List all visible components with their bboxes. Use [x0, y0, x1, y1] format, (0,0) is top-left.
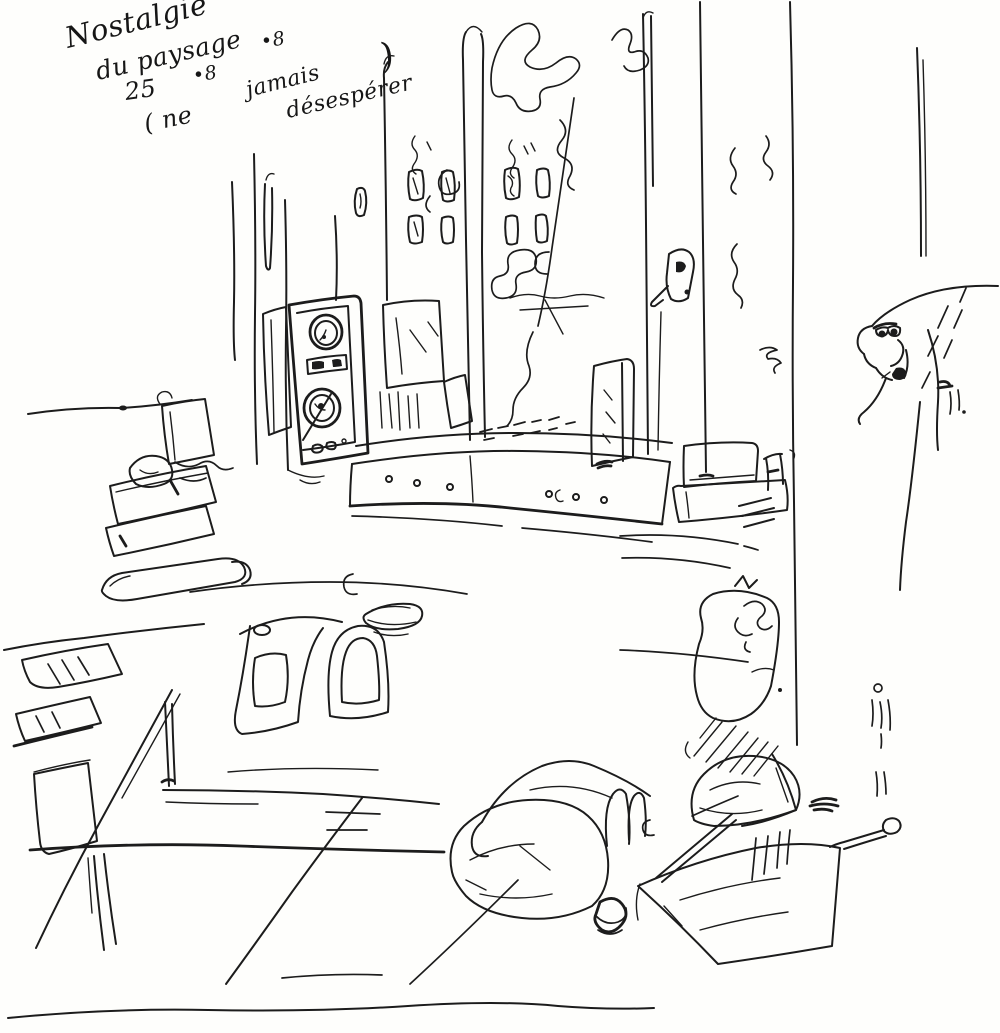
bending-figure-sketch: [856, 284, 999, 797]
bolster-roll-sketch: [3, 557, 252, 651]
wall-corner-line: [789, 1, 798, 746]
leaning-slab-sketch: [590, 358, 635, 470]
storage-boxes-sketch: [672, 441, 796, 528]
ashtray-dish-sketch: [362, 602, 424, 637]
handwritten-annotation: Nostalgie du paysage 25 •8 •8 ( ne jamai…: [60, 0, 415, 138]
light-reflection-dashes: [479, 416, 576, 441]
bedding-stack-sketch: [105, 454, 217, 557]
draped-stool-sketch: [233, 573, 390, 735]
hanging-garment-sketch: [693, 575, 782, 723]
annotation-note-open: ( ne: [141, 100, 194, 138]
door-frame-lines: [916, 47, 927, 257]
floor-mat-blanket-sketch: [635, 829, 841, 965]
diagonal-rails-sketch: [35, 689, 381, 985]
low-platform-sketch: [33, 759, 117, 951]
shadow-hatch-sketch: [684, 717, 779, 777]
floor-lines-sketch: [7, 534, 759, 1019]
annotation-note-close: ): [373, 34, 399, 77]
left-wall-floor-line: [27, 399, 193, 415]
wall-curl-marks: [729, 135, 782, 374]
plant-foliage-scribble: [425, 22, 650, 427]
folded-mats-sketch: [12, 643, 123, 748]
annotation-date-mark-1: •8: [191, 61, 218, 87]
annotation-date-mark-2: •8: [259, 27, 286, 53]
smoking-pipe-sketch: [808, 797, 902, 850]
framed-panel-sketch: [379, 299, 473, 431]
speaker-cabinet-sketch: [262, 294, 370, 485]
sideboard-bench-sketch: [348, 432, 673, 543]
open-crate-sketch: [156, 390, 234, 482]
annotation-date-number: 25: [122, 74, 158, 106]
hanging-tags-sketch: [407, 135, 551, 246]
clothes-pile-sketch: [449, 753, 801, 935]
window-latch-sketch: [650, 248, 695, 451]
